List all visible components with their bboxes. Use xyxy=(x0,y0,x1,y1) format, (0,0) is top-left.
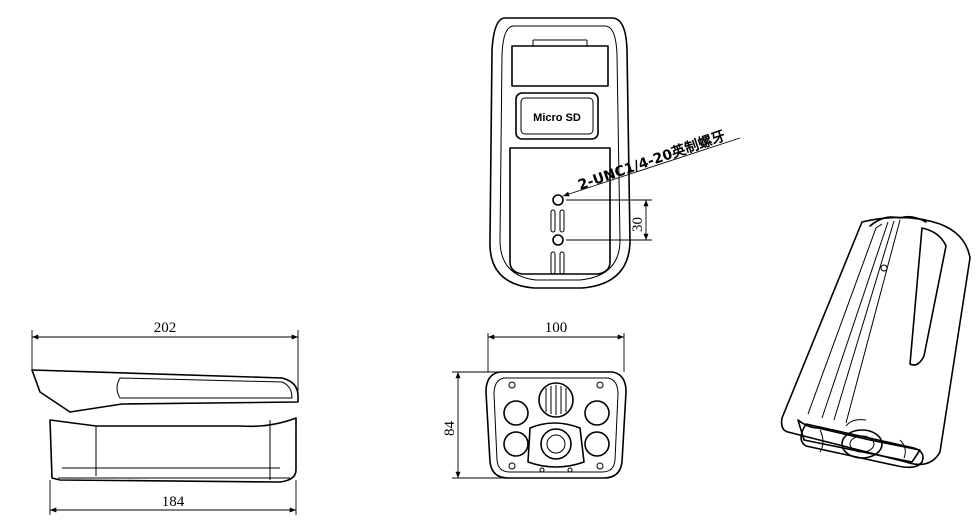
mount-thread-note: 2-UNC1/4-20英制螺牙 xyxy=(576,127,728,193)
front-view: 100 84 xyxy=(442,320,627,479)
mount-hole-upper xyxy=(552,194,564,206)
side-view: 202 184 xyxy=(31,320,299,515)
iso-lens xyxy=(841,429,883,459)
bottom-view: Micro SD 2-UNC1/4-20英制螺牙 30 xyxy=(489,17,741,289)
hole-spacing-dimension: 30 xyxy=(630,217,646,232)
length-bottom-dimension: 184 xyxy=(162,494,185,510)
height-dimension: 84 xyxy=(442,421,458,437)
length-top-dimension: 202 xyxy=(154,320,177,336)
isometric-view xyxy=(780,215,971,469)
mount-hole-lower xyxy=(552,234,564,246)
width-dimension: 100 xyxy=(545,320,568,336)
main-lens xyxy=(540,428,572,460)
micro-sd-label: Micro SD xyxy=(533,112,581,124)
